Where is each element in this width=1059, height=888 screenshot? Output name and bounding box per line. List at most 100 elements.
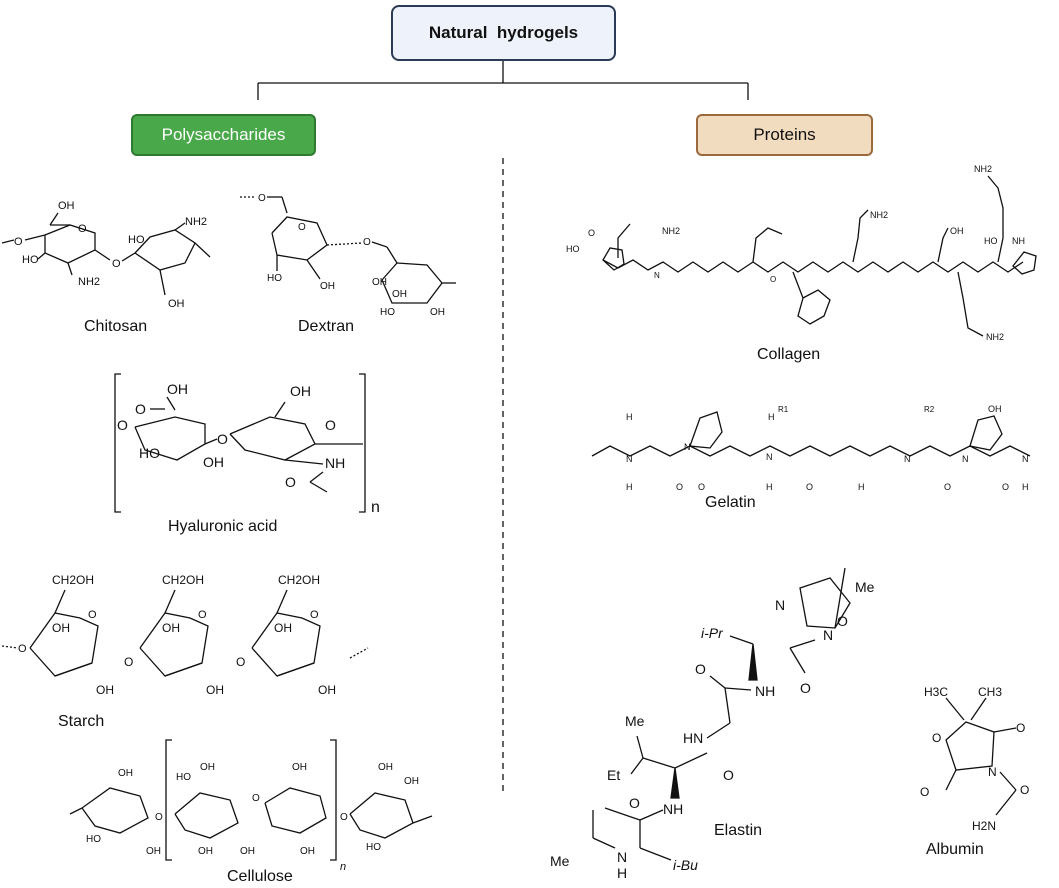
svg-text:N: N [775,597,785,613]
svg-text:HN: HN [683,730,703,746]
chitosan-group: OH [58,200,75,212]
svg-text:i-Pr: i-Pr [701,625,724,641]
svg-text:O: O [676,482,683,492]
svg-text:OH: OH [300,846,315,857]
starch-group: O [18,643,27,655]
ha-group: OH [290,383,311,399]
dextran-structure: O O HO OH O OH HO OH OH [240,193,456,318]
svg-text:H: H [1022,482,1029,492]
svg-text:O: O [1020,783,1029,797]
svg-text:OH: OH [200,762,215,773]
svg-text:H: H [768,412,775,422]
svg-text:OH: OH [118,768,133,779]
svg-text:OH: OH [206,683,224,697]
svg-text:O: O [155,812,163,823]
collagen-structure: NH2 HO O NH2 OH NH2 NH2 HO NH N O [566,164,1037,342]
starch-group: CH2OH [52,573,94,587]
dextran-group: O [258,193,266,204]
svg-text:H3C: H3C [924,685,948,699]
svg-text:NH: NH [1012,236,1025,246]
dextran-group: OH [372,277,387,288]
svg-text:O: O [629,795,640,811]
svg-text:Me: Me [625,713,645,729]
svg-text:O: O [837,613,848,629]
svg-text:CH3: CH3 [978,685,1002,699]
gelatin-label: Gelatin [705,494,756,511]
starch-ring-3: OH OH O [251,589,336,697]
ha-group: OH [167,381,188,397]
svg-text:Me: Me [855,579,875,595]
svg-text:N: N [823,627,833,643]
svg-text:HO: HO [366,842,381,853]
chitosan-group: HO [128,234,145,246]
svg-text:HO: HO [86,834,101,845]
svg-text:O: O [800,680,811,696]
svg-text:R2: R2 [924,405,935,414]
dextran-group: HO [380,307,395,318]
svg-text:R1: R1 [778,405,789,414]
hyaluronic-acid-structure: OH O O HO OH O OH O NH O n [114,373,380,516]
svg-text:O: O [340,812,348,823]
svg-text:OH: OH [146,846,161,857]
svg-text:O: O [698,482,705,492]
svg-text:O: O [198,609,207,621]
svg-text:NH2: NH2 [974,164,992,174]
natural-hydrogels-box: Natural hydrogels [391,5,616,61]
ha-group: O [117,417,128,433]
svg-text:H: H [626,412,633,422]
svg-text:N: N [904,454,911,464]
ha-group: NH [325,455,345,471]
svg-text:NH2: NH2 [870,210,888,220]
svg-text:O: O [588,228,595,238]
svg-text:O: O [1002,482,1009,492]
chitosan-structure: OH O O HO NH2 O HO NH2 OH [1,200,211,310]
svg-text:Et: Et [607,767,620,783]
svg-text:i-Bu: i-Bu [673,857,698,873]
chitosan-label: Chitosan [84,318,148,335]
svg-text:N: N [626,454,633,464]
svg-text:N: N [1022,454,1029,464]
svg-text:OH: OH [198,846,213,857]
svg-text:OH: OH [162,621,180,635]
cellulose-structure: HO OH OH O OH OH HO O OH OH OH O OH OH H… [69,739,433,873]
svg-text:O: O [723,767,734,783]
dextran-group: O [298,222,306,233]
chitosan-group: O [78,223,87,235]
svg-text:O: O [124,655,133,669]
albumin-label: Albumin [926,841,984,858]
dextran-group: O [363,237,371,248]
svg-text:H2N: H2N [972,819,996,833]
dextran-group: OH [430,307,445,318]
ha-group: O [285,474,296,490]
svg-text:N: N [617,849,627,865]
svg-text:N: N [654,271,660,280]
root-label: Natural hydrogels [428,23,579,42]
svg-text:OH: OH [240,846,255,857]
svg-text:O: O [944,482,951,492]
svg-text:OH: OH [318,683,336,697]
cellulose-right-bracket [330,739,337,861]
svg-text:O: O [932,731,941,745]
svg-text:O: O [806,482,813,492]
svg-text:H: H [617,865,627,881]
svg-text:H: H [858,482,865,492]
svg-text:O: O [236,655,245,669]
collagen-label: Collagen [757,346,821,363]
svg-text:O: O [310,609,319,621]
polysaccharides-box: Polysaccharides [131,114,316,156]
ha-group: OH [203,454,224,470]
svg-text:OH: OH [950,226,964,236]
svg-text:OH: OH [52,621,70,635]
chitosan-group: O [112,258,121,270]
svg-text:HO: HO [566,244,580,254]
svg-text:NH2: NH2 [662,226,680,236]
svg-text:OH: OH [988,404,1002,414]
svg-text:N: N [766,452,773,462]
dextran-group: HO [267,273,282,284]
proteins-label: Proteins [753,125,816,144]
starch-group: CH2OH [278,573,320,587]
chitosan-group: NH2 [185,216,207,228]
svg-text:H: H [766,482,773,492]
svg-text:O: O [88,609,97,621]
